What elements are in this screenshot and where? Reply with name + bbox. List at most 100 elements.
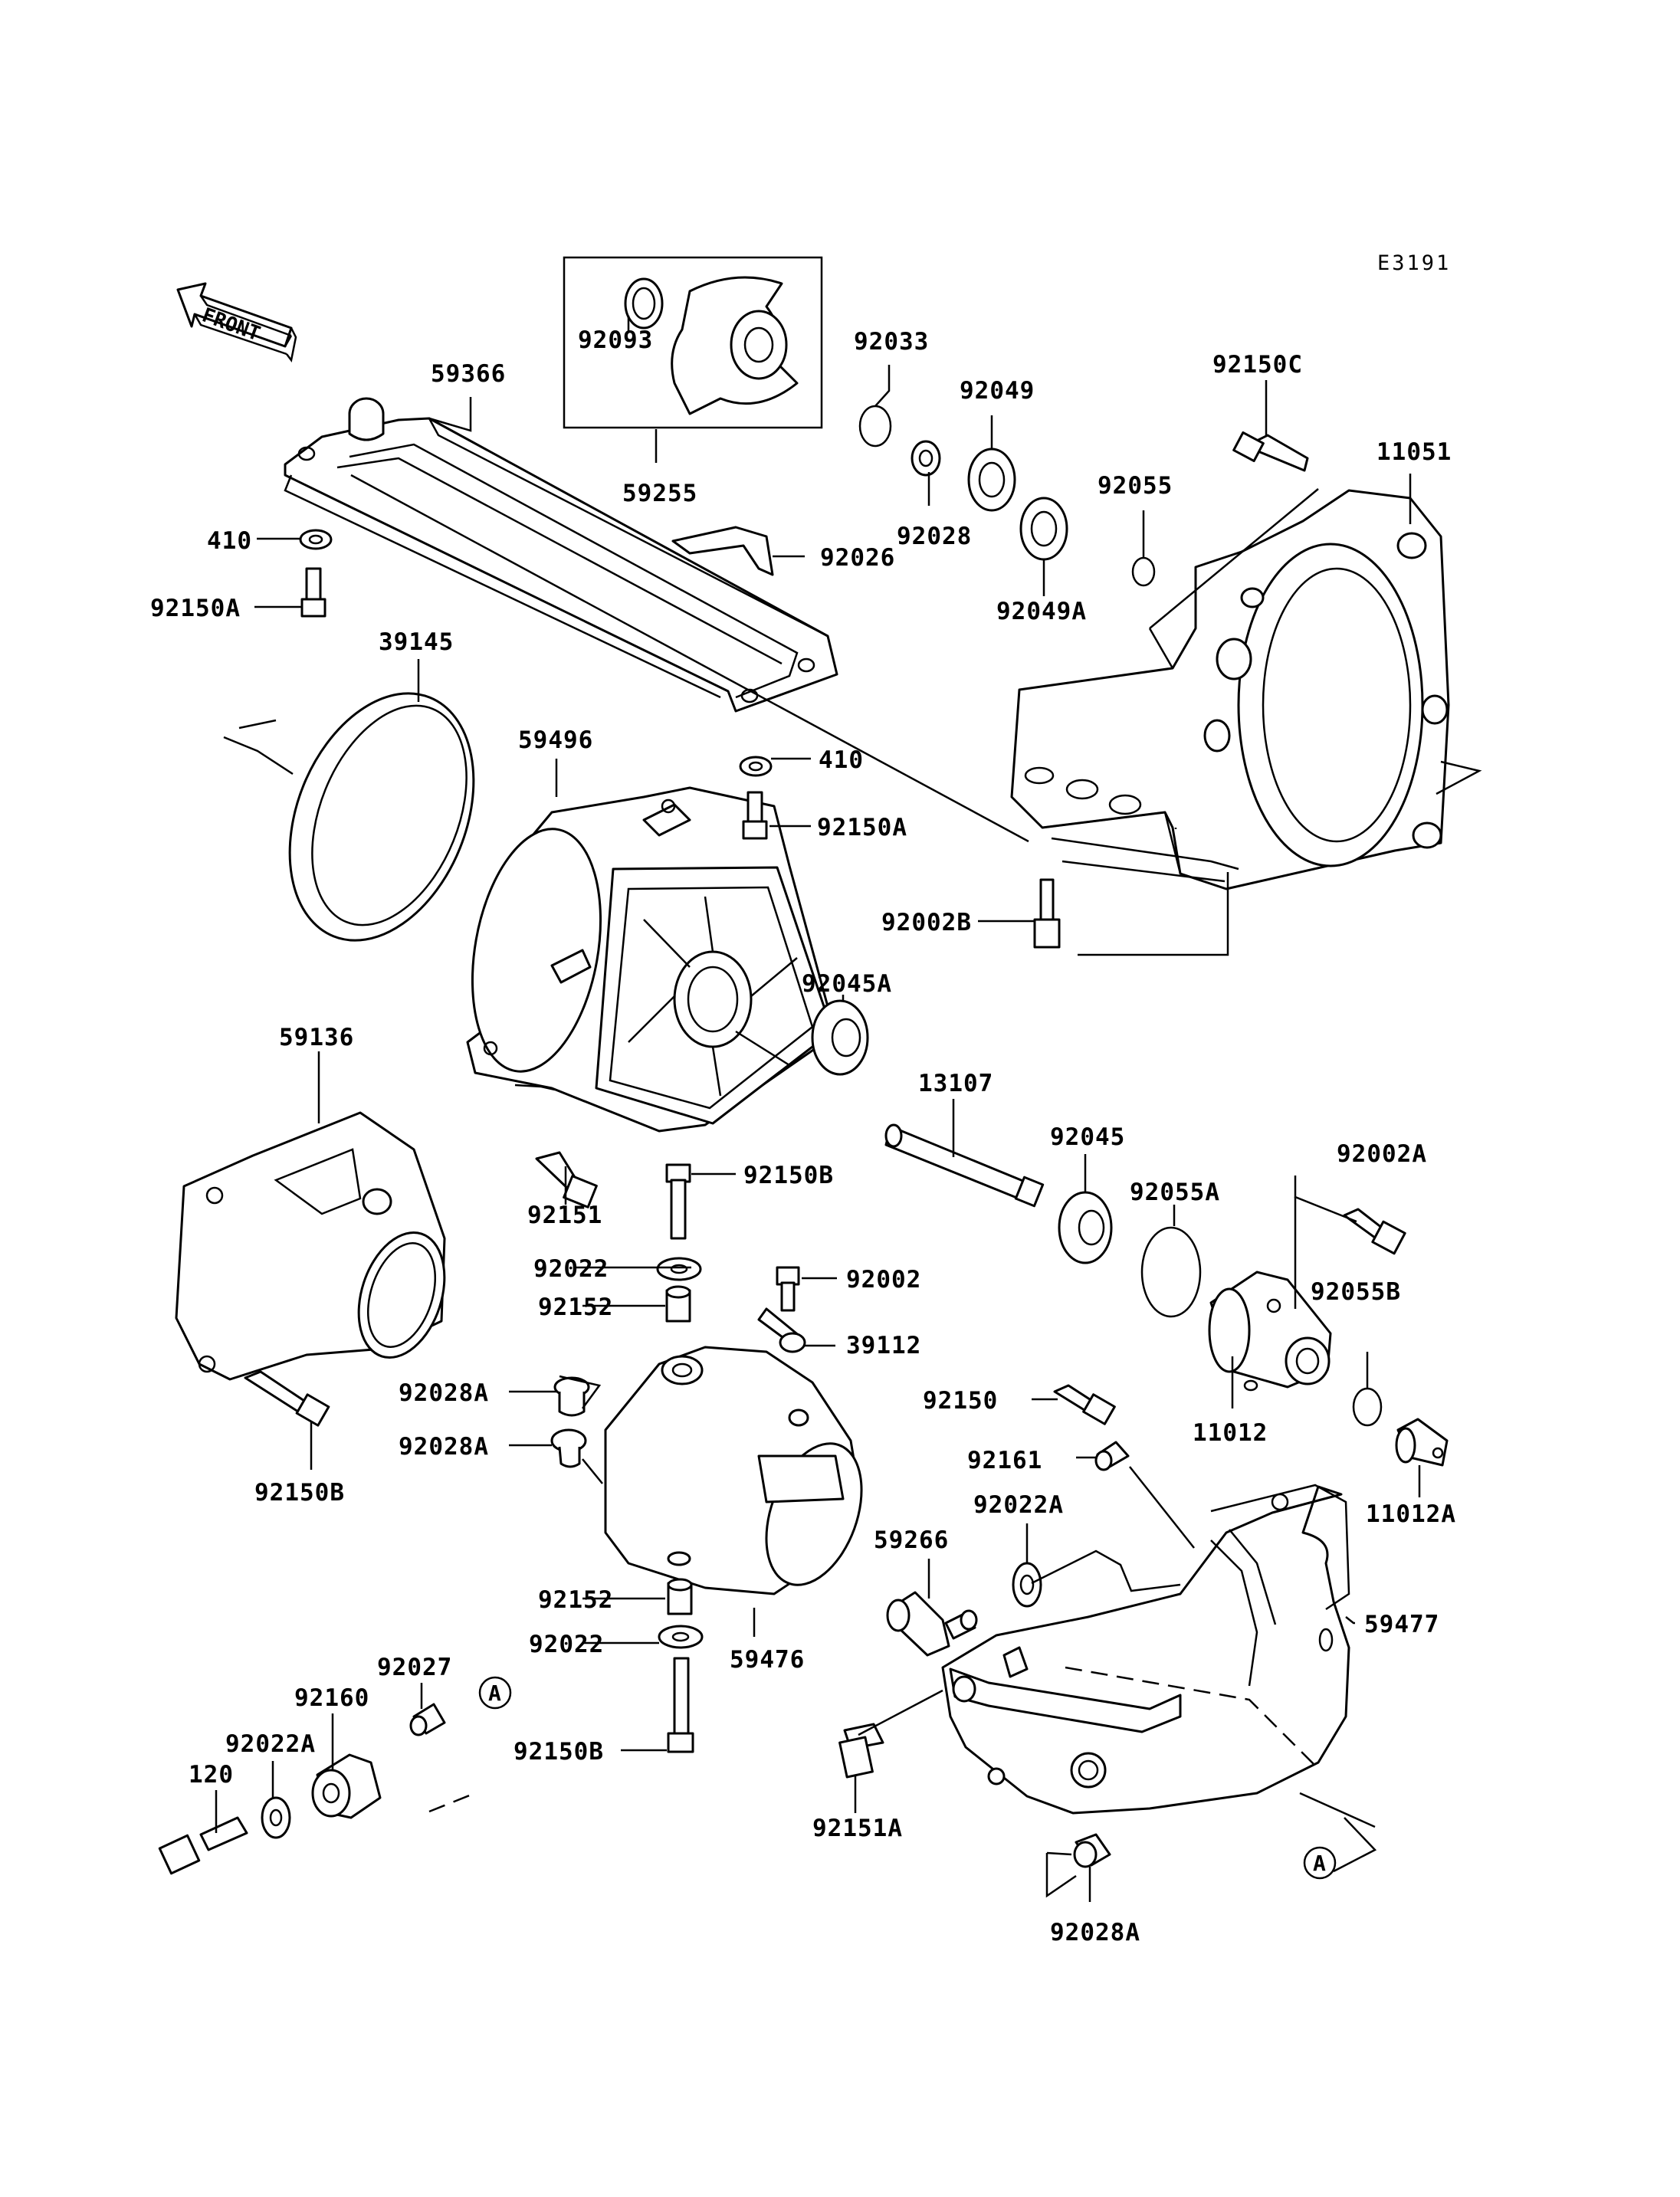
pump-cover-plate-part: [284, 397, 838, 713]
callout-a-lower: A: [1303, 1846, 1337, 1880]
label-11051: 11051: [1376, 438, 1452, 466]
label-92150a-b: 92150A: [817, 814, 907, 841]
washer-92022a-a-part: [1012, 1562, 1042, 1608]
label-92151a: 92151A: [812, 1815, 903, 1842]
part-labels: 59366 92093 59255 92033 92049 92028 9204…: [150, 326, 1456, 1946]
label-92161: 92161: [967, 1447, 1042, 1474]
pump-case-11051-part: [1010, 489, 1450, 890]
bolt-92002a-part: [1343, 1208, 1406, 1255]
shaft-13107-part: [884, 1123, 1045, 1208]
label-92022a-b: 92022A: [225, 1730, 316, 1758]
callout-a-lower-label: A: [1313, 1851, 1326, 1876]
label-92152-b: 92152: [538, 1586, 613, 1614]
fitting-59266-part: [886, 1591, 978, 1657]
label-39112: 39112: [846, 1332, 921, 1359]
front-arrow-icon: FRONT: [176, 282, 297, 362]
label-92150b-b: 92150B: [514, 1738, 604, 1766]
label-92028a-a: 92028A: [399, 1379, 489, 1407]
nozzle-59136-part: [175, 1111, 446, 1381]
label-59477: 59477: [1364, 1611, 1439, 1638]
label-92033: 92033: [854, 328, 929, 356]
label-92150b-c: 92150B: [254, 1479, 345, 1507]
label-92150: 92150: [923, 1387, 998, 1415]
cap-11012a-part: [1395, 1418, 1449, 1467]
label-410-b: 410: [819, 746, 864, 774]
label-92028a-c: 92028A: [1050, 1919, 1140, 1946]
bolt-92002b-part: [1033, 878, 1061, 949]
o-ring-92055a-part: [1140, 1226, 1202, 1318]
label-92049a: 92049A: [996, 598, 1087, 625]
label-92152-a: 92152: [538, 1294, 613, 1321]
label-92002a: 92002A: [1337, 1140, 1427, 1168]
label-92055a: 92055A: [1130, 1179, 1220, 1206]
label-92151: 92151: [527, 1202, 602, 1229]
label-92045a: 92045A: [802, 970, 892, 998]
label-92160: 92160: [294, 1684, 369, 1712]
bushing-92028a-c-part: [1073, 1833, 1111, 1868]
bolt-92150c-part: [1232, 431, 1309, 472]
sleeve-92152-a-part: [665, 1285, 691, 1323]
ring-39145-part: [288, 692, 475, 942]
bearing-92045a-part: [811, 999, 869, 1076]
bolt-92150a-a-part: [300, 567, 326, 618]
label-13107: 13107: [918, 1070, 993, 1097]
bracket-piece-part: [671, 526, 774, 576]
bearing-92045-part: [1058, 1191, 1113, 1264]
callout-a-upper-label: A: [488, 1681, 501, 1706]
washer-92022a-b-part: [261, 1796, 291, 1839]
label-59366: 59366: [431, 360, 506, 388]
label-92028a-b: 92028A: [399, 1433, 489, 1461]
seal-92049a-part: [1019, 497, 1068, 561]
label-11012: 11012: [1193, 1419, 1268, 1447]
label-92150c: 92150C: [1212, 351, 1303, 379]
washer-92022-a-part: [656, 1257, 702, 1281]
housing-59476-part: [604, 1346, 863, 1595]
label-92002b: 92002B: [881, 909, 972, 936]
diagram-code: E3191: [1377, 251, 1451, 275]
washer-410-a-part: [299, 529, 333, 550]
label-59136: 59136: [279, 1024, 354, 1051]
bolt-92150b-c-part: [244, 1370, 330, 1427]
label-92150b-a: 92150B: [743, 1162, 834, 1189]
steering-nozzle-59477-part: [941, 1484, 1350, 1815]
impeller-inset-box: [563, 256, 823, 443]
pump-housing-59496-part: [466, 786, 837, 1133]
label-410-a: 410: [207, 527, 252, 555]
label-59266: 59266: [874, 1526, 949, 1554]
label-92045: 92045: [1050, 1123, 1125, 1151]
label-59476: 59476: [730, 1646, 805, 1674]
label-120: 120: [189, 1761, 234, 1789]
sleeve-92152-b-part: [667, 1578, 693, 1615]
callout-a-upper: A: [478, 1676, 512, 1710]
bolt-120-part: [158, 1816, 248, 1875]
seal-92049-part: [967, 448, 1016, 512]
label-92055: 92055: [1098, 472, 1173, 500]
label-92028: 92028: [897, 523, 972, 550]
cap-11012-part: [1208, 1271, 1332, 1392]
label-92027: 92027: [377, 1654, 452, 1681]
reference-lines: [223, 474, 1482, 1898]
bushing-92028-part: [911, 440, 941, 477]
washer-410-b-part: [739, 756, 773, 777]
label-92049: 92049: [960, 377, 1035, 405]
label-92022a-a: 92022A: [973, 1491, 1064, 1519]
bolt-92151a-part: [838, 1723, 884, 1779]
o-ring-92055-part: [1131, 556, 1156, 587]
label-92026: 92026: [820, 544, 895, 572]
label-11012a: 11012A: [1366, 1500, 1456, 1528]
bolt-92150b-a-part: [665, 1163, 691, 1240]
sleeve-92027-part: [409, 1703, 446, 1736]
circlip-92033-part: [858, 405, 892, 448]
label-92055b: 92055B: [1311, 1278, 1401, 1306]
label-39145: 39145: [379, 628, 454, 656]
label-92093: 92093: [578, 326, 653, 354]
label-92022-b: 92022: [529, 1631, 604, 1658]
label-59496: 59496: [518, 726, 593, 754]
bolt-92150a-b-part: [742, 791, 768, 840]
cap-92161-part: [1094, 1441, 1130, 1471]
rubber-92160-part: [311, 1753, 382, 1819]
bushing-92028a-b-part: [550, 1428, 587, 1468]
o-ring-92055b-part: [1352, 1387, 1383, 1427]
bolt-92150b-b-part: [667, 1657, 694, 1753]
